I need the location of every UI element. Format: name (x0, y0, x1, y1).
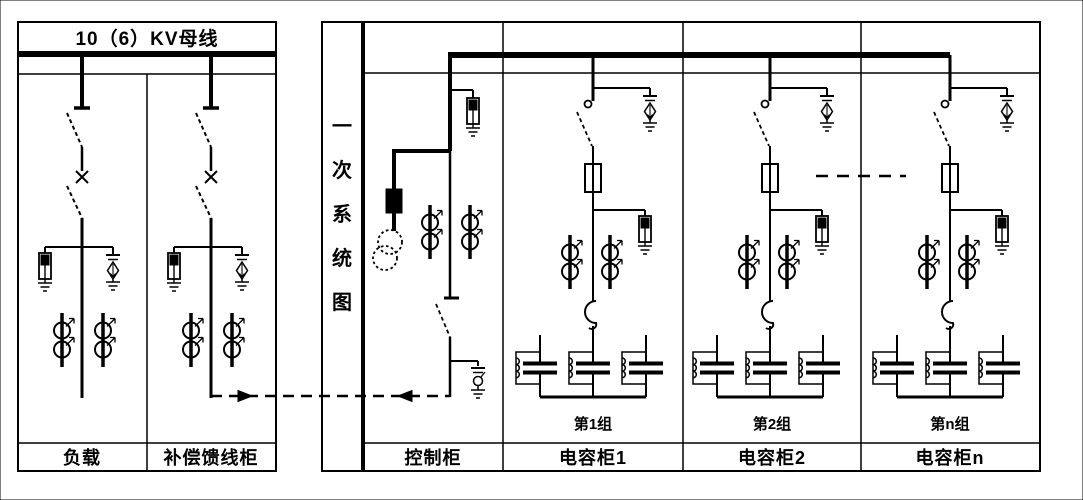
vertical-title-char: 图 (332, 291, 352, 314)
label-capacitor-cabinet-n: 电容柜n (916, 447, 985, 468)
vertical-title-char: 统 (332, 246, 352, 270)
vertical-title-strip: 一 次 系 统 图 (321, 21, 363, 472)
voltage-sensor-icon (470, 367, 486, 399)
label-control-cabinet: 控制柜 (405, 447, 462, 468)
label-capacitor-cabinet-1: 电容柜1 (559, 447, 627, 468)
label-compensation-feeder-cabinet: 补偿馈线柜 (163, 447, 259, 468)
vertical-title-char: 一 (332, 116, 352, 138)
arrow-left-icon (396, 389, 413, 403)
vertical-title-char: 次 (332, 158, 352, 182)
disconnector-switch-icon (435, 303, 451, 338)
control-cabinet-circuit (372, 55, 486, 399)
fuse-filled-icon (385, 188, 403, 214)
left-panel: 10（6）KV母线 负载 补偿馈线柜 (17, 21, 277, 472)
label-group-1: 第1组 (574, 415, 612, 433)
potential-transformer-icon (377, 229, 403, 255)
label-capacitor-cabinet-2: 电容柜2 (738, 447, 806, 468)
busbar-title: 10（6）KV母线 (75, 27, 218, 50)
arrow-right-icon (237, 389, 254, 403)
label-load: 负载 (63, 447, 101, 468)
right-panel: 第1组 第2组 第n组 控制柜 电容柜1 电容柜2 电容柜n (363, 21, 1041, 472)
label-group-n: 第n组 (930, 415, 969, 433)
vertical-title-char: 系 (332, 203, 352, 226)
control-signal-link (211, 389, 450, 403)
potential-transformer-icon (372, 245, 398, 271)
label-group-2: 第2组 (753, 415, 791, 433)
